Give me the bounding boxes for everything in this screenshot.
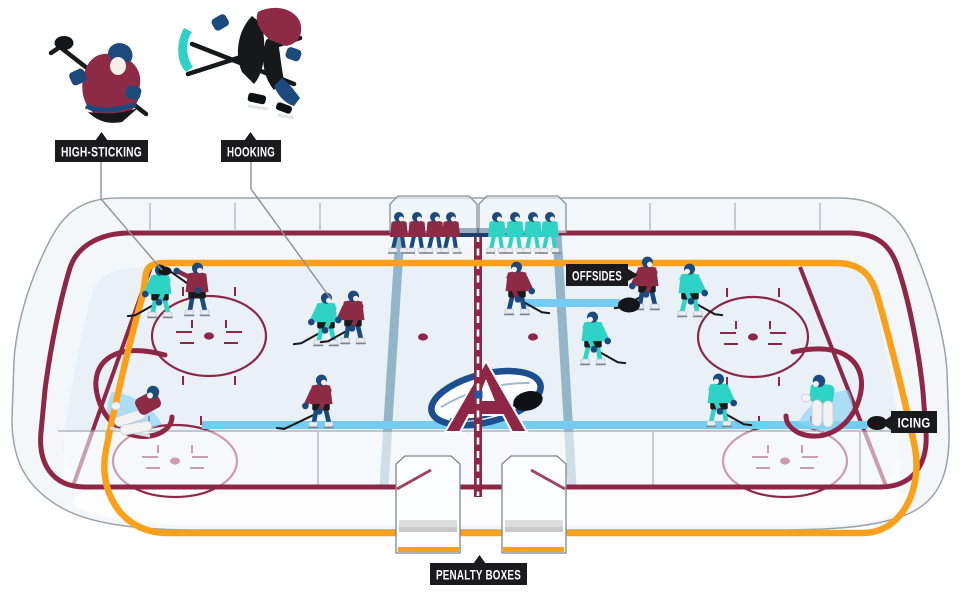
- player-teal: [677, 263, 724, 318]
- back-glass-stanchions: [149, 203, 821, 231]
- hooking-illustration: [178, 7, 303, 120]
- bench-player-teal: [539, 212, 561, 254]
- faceoff-dot: [528, 333, 538, 341]
- bench-player-maroon: [406, 212, 428, 254]
- label-hooking: HOOKING: [221, 132, 281, 162]
- label-high-sticking: HIGH-STICKING: [55, 132, 148, 162]
- player-teal: [706, 373, 753, 428]
- offside-puck: [618, 297, 640, 313]
- faceoff-circle: [696, 288, 810, 386]
- icing-puck: [867, 416, 887, 430]
- player-maroon: [504, 261, 551, 316]
- label-icing: ICING: [881, 411, 937, 433]
- player-maroon: [158, 262, 210, 317]
- penalty-box-right: [501, 455, 567, 554]
- faceoff-dot: [418, 333, 428, 341]
- bench-player-maroon: [388, 212, 410, 254]
- high-sticking-illustration: [48, 36, 149, 123]
- front-boards: [72, 489, 907, 525]
- player-teal: [580, 311, 627, 366]
- leader-lines: [100, 162, 332, 300]
- players-layer: [109, 212, 835, 438]
- svg-text:PENALTY BOXES: PENALTY BOXES: [436, 567, 521, 583]
- player-maroon: [275, 374, 334, 430]
- svg-text:HIGH-STICKING: HIGH-STICKING: [61, 144, 142, 160]
- hooking-leader: [250, 162, 332, 300]
- high-sticking-leader: [100, 162, 163, 271]
- board-rim: [38, 230, 929, 490]
- avalanche-logo: [428, 359, 544, 433]
- bench-player-teal: [504, 212, 526, 254]
- svg-text:HOOKING: HOOKING: [227, 144, 275, 160]
- penalty-box-left: [395, 455, 461, 554]
- svg-text:OFFSIDES: OFFSIDES: [572, 268, 622, 284]
- center-line: [474, 232, 483, 497]
- bench-player-maroon: [440, 212, 462, 254]
- player-maroon: [613, 256, 660, 311]
- player-maroon: [319, 290, 366, 345]
- label-offsides: OFFSIDES: [566, 264, 638, 286]
- bench-player-teal: [522, 212, 544, 254]
- goalie-teal: [801, 374, 835, 428]
- svg-text:ICING: ICING: [898, 415, 931, 431]
- illustration-puck: [54, 36, 74, 50]
- goalie-maroon: [109, 385, 162, 438]
- faceoff-circle: [150, 287, 268, 385]
- player-teal: [292, 292, 339, 347]
- orange-trim: [101, 259, 920, 537]
- label-penalty-boxes: PENALTY BOXES: [430, 555, 527, 585]
